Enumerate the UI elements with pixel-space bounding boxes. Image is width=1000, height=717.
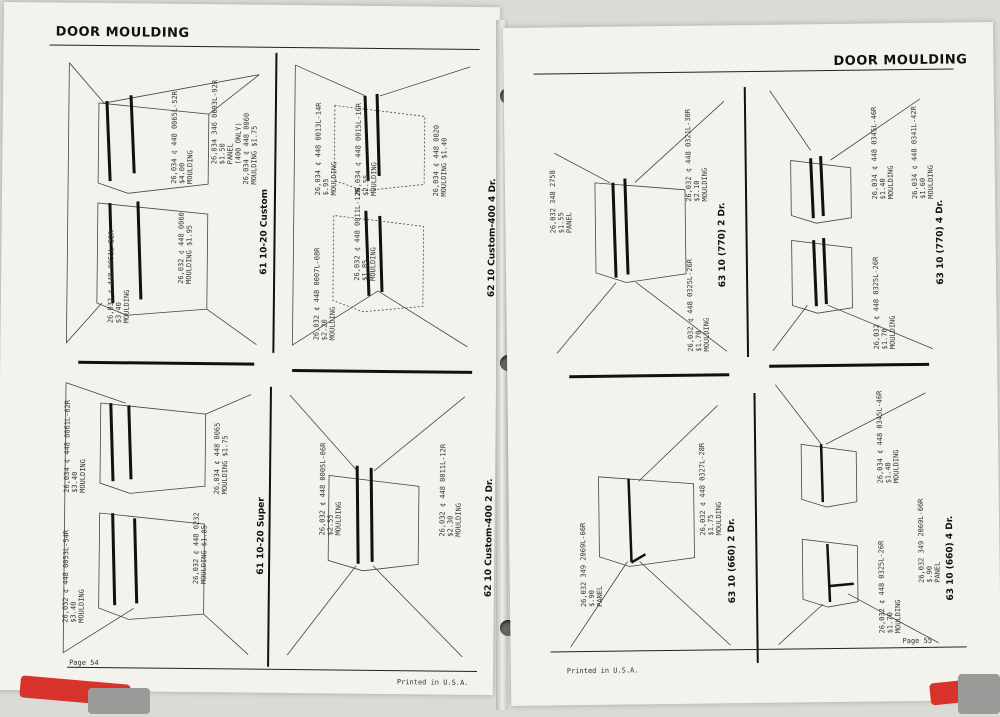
- part-label: 26,032 ¢ 448 0011L-12R $1.85 MOULDING: [353, 187, 378, 281]
- part-label: 26,032 ¢ 448 0007L-08R $2.20 MOULDING: [312, 247, 337, 341]
- header-rule: [533, 68, 954, 75]
- part-label: 26,034 ¢ 448 0020 MOULDING $1.40: [431, 124, 449, 197]
- part-label: 26,034 ¢ 448 0013L-14R $.95 MOULDING: [313, 102, 339, 196]
- left-page-header: DOOR MOULDING: [55, 24, 190, 41]
- header-rule: [49, 44, 480, 50]
- part-label: 26,032 348 2758 $1.55 PANEL: [548, 170, 574, 234]
- diagram-caption: 63 10 (770) 4 Dr.: [935, 199, 947, 285]
- door-diagram: [554, 101, 728, 354]
- part-label: 26,034 ¢ 448 0015L-16R $2.55 MOULDING: [353, 102, 379, 196]
- printed-note: Printed in U.S.A.: [396, 678, 469, 687]
- diagram-63-660-2dr: 26,032 349 2069L-66R $.90 PANEL 26,032 ¢…: [547, 385, 750, 657]
- page-number: Page 54: [69, 658, 99, 668]
- diagram-63-770-2dr: 26,032 348 2758 $1.55 PANEL 26,032 ¢ 448…: [544, 81, 743, 363]
- part-label: 26,032 349 2069L-66R $.90 PANEL: [579, 522, 605, 608]
- part-label: 26,032 349 2069L-66R $.90 PANEL: [916, 498, 942, 583]
- part-label: 26,034 ¢ 448 0061L-62R $3.40 MOULDING: [62, 399, 88, 493]
- horizontal-divider: [569, 373, 730, 379]
- horizontal-divider: [769, 362, 930, 368]
- part-label: 26,032 ¢ 448 0011L-12R $2.30 MOULDING: [438, 443, 463, 537]
- horizontal-divider: [292, 369, 473, 374]
- part-label: 26,034 346 0693L-92R $1.50 PANEL (400 ON…: [210, 79, 243, 165]
- door-diagram: [775, 384, 939, 645]
- vertical-divider: [267, 386, 272, 667]
- part-label: 26,032 ¢ 448 0325L-26R $1.70 MOULDING: [871, 256, 897, 350]
- diagram-62-custom-400-2dr: 26,032 ¢ 448 0005L-06R $2.55 MOULDING 26…: [277, 385, 476, 667]
- vertical-divider: [743, 87, 750, 358]
- part-label: 26,032 ¢ 448 0321L-30R $2.10 MOULDING: [684, 108, 710, 202]
- horizontal-divider: [78, 360, 255, 366]
- part-label: 26,034 ¢ 448 0345L-46R $1.40 MOULDING: [875, 390, 901, 484]
- door-diagram: [769, 90, 934, 351]
- part-label: 26,034 ¢ 448 0065 MOULDING $1.75: [212, 422, 230, 495]
- part-label: 26,032 ¢ 448 0327L-28R $1.75 MOULDING: [698, 442, 724, 536]
- part-label: 26,032 ¢ 448 0060 MOULDING $1.95: [177, 212, 194, 284]
- diagram-63-770-4dr: 26,034 ¢ 448 0345L-46R $1.40 MOULDING 26…: [760, 78, 959, 360]
- diagram-caption: 63 10 (770) 2 Dr.: [717, 202, 729, 288]
- part-label: 26,032 ¢ 448 0325L-26R $1.70 MOULDING: [877, 540, 903, 634]
- diagram-61-super: 26,034 ¢ 448 0061L-62R $3.40 MOULDING 26…: [53, 373, 266, 665]
- left-page: DOOR MOULDING 26,034 ¢ 448 0065L-52R $4.…: [0, 2, 500, 696]
- part-label: 26,034 ¢ 448 0065L-52R $4.00 MOULDING: [170, 91, 195, 185]
- diagram-caption: 61 10-20 Super: [256, 497, 267, 575]
- door-diagram: [570, 405, 731, 648]
- door-diagram: [286, 394, 466, 658]
- diagram-caption: 63 10 (660) 4 Dr.: [944, 515, 957, 601]
- part-label: 26,034 ¢ 448 0345L-46R $1.40 MOULDING: [869, 106, 896, 200]
- door-diagram: [62, 382, 252, 655]
- part-label: 26,032 ¢ 448 0053L-54R $3.40 MOULDING: [61, 529, 86, 623]
- diagram-63-660-4dr: 26,034 ¢ 448 0345L-46R $1.40 MOULDING 26…: [765, 372, 964, 654]
- door-diagram: [292, 64, 471, 348]
- footer-rule: [67, 666, 478, 672]
- clip-icon: [958, 674, 1000, 714]
- diagram-caption: 62 10 Custom-400 2 Dr.: [483, 478, 496, 598]
- right-page: DOOR MOULDING 26,032 348 2758 $1.55 PANE…: [503, 22, 1000, 706]
- diagram-61-custom: 26,034 ¢ 448 0065L-52R $4.00 MOULDING 26…: [56, 53, 275, 355]
- page-number: Page 55: [902, 636, 933, 646]
- part-label: 26,034 ¢ 448 0341L-42R $1.60 MOULDING: [909, 106, 936, 200]
- vertical-divider: [753, 392, 759, 663]
- printed-note: Printed in U.S.A.: [566, 666, 639, 676]
- part-label: 26,032 ¢ 448 0232 MOULDING $1.85: [191, 512, 209, 585]
- diagram-caption: 63 10 (660) 2 Dr.: [727, 518, 739, 604]
- diagram-62-custom-400-4dr: 26,034 ¢ 448 0013L-14R $.95 MOULDING 26,…: [282, 55, 481, 357]
- right-page-header: DOOR MOULDING: [833, 52, 968, 69]
- part-label: 26,034 ¢ 448 0060 MOULDING $1.75: [242, 112, 259, 185]
- door-diagram: [66, 62, 260, 345]
- clip-icon: [88, 688, 150, 714]
- part-label: 26,032 ¢ 448 0051L-52R $3.40 MOULDING: [106, 230, 131, 324]
- part-label: 26,032 ¢ 448 0005L-06R $2.55 MOULDING: [318, 442, 343, 536]
- diagram-caption: 61 10-20 Custom: [259, 188, 271, 275]
- part-label: 26,032 ¢ 448 0325L-26R $1.70 MOULDING: [685, 258, 711, 352]
